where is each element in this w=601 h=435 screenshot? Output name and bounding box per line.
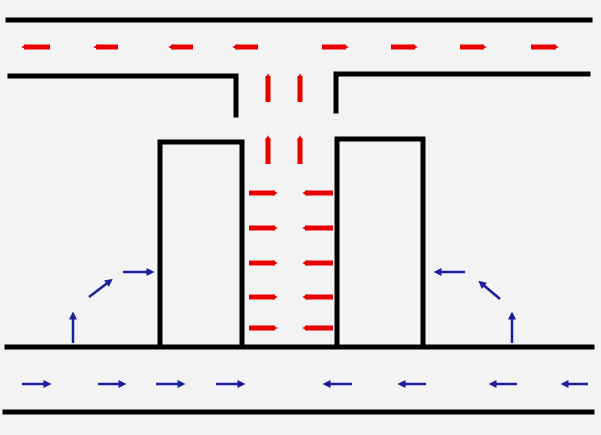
upper-right-wall (333, 71, 591, 114)
upper-left-wall (7, 73, 239, 118)
exhaust-flow-arrows (21, 44, 559, 331)
wall-layer (2, 17, 595, 415)
blue-arrow-icon (88, 278, 113, 298)
supply-flow-arrows (22, 268, 588, 388)
blue-arrow-icon (478, 280, 501, 300)
left-block-wall (157, 139, 245, 348)
right-block-wall (334, 136, 426, 348)
